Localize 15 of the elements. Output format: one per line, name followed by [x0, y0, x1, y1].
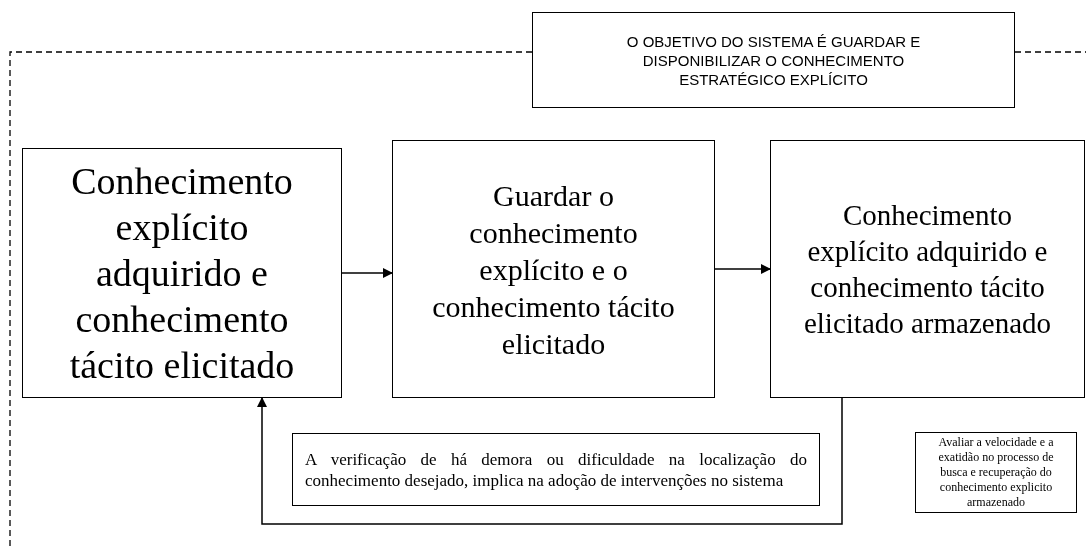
- box-text: O OBJETIVO DO SISTEMA É GUARDAR E DISPONIBILIZAR O CONHECIMENTO ESTRATÉGICO EXPLÍCITO: [625, 31, 922, 89]
- box-text: Conhecimento explícito adquirido e conhecimento tácito elicitado: [68, 159, 296, 388]
- note-box: [915, 432, 1077, 513]
- objective-box: [532, 12, 1015, 108]
- process-box: [22, 148, 342, 398]
- box-text: Conhecimento explícito adquirido e conhecimento tácito elicitado armazenado: [803, 198, 1052, 341]
- note-box: [292, 433, 820, 506]
- arrow: [714, 264, 771, 274]
- arrow: [341, 268, 393, 278]
- box-text: Guardar o conhecimento explícito e o conhecimento tácito elicitado: [431, 177, 676, 362]
- box-text: A verificação de há demora ou dificuldade na localização do conhecimento desejado, implica na adoção de intervenções no sistema: [305, 448, 807, 491]
- arrow: [257, 397, 843, 525]
- process-box: [392, 140, 715, 398]
- process-box: [770, 140, 1085, 398]
- box-text: Avaliar a velocidade e a exatidão no processo de busca e recuperação do conhecimento explicito armazenado: [937, 435, 1055, 510]
